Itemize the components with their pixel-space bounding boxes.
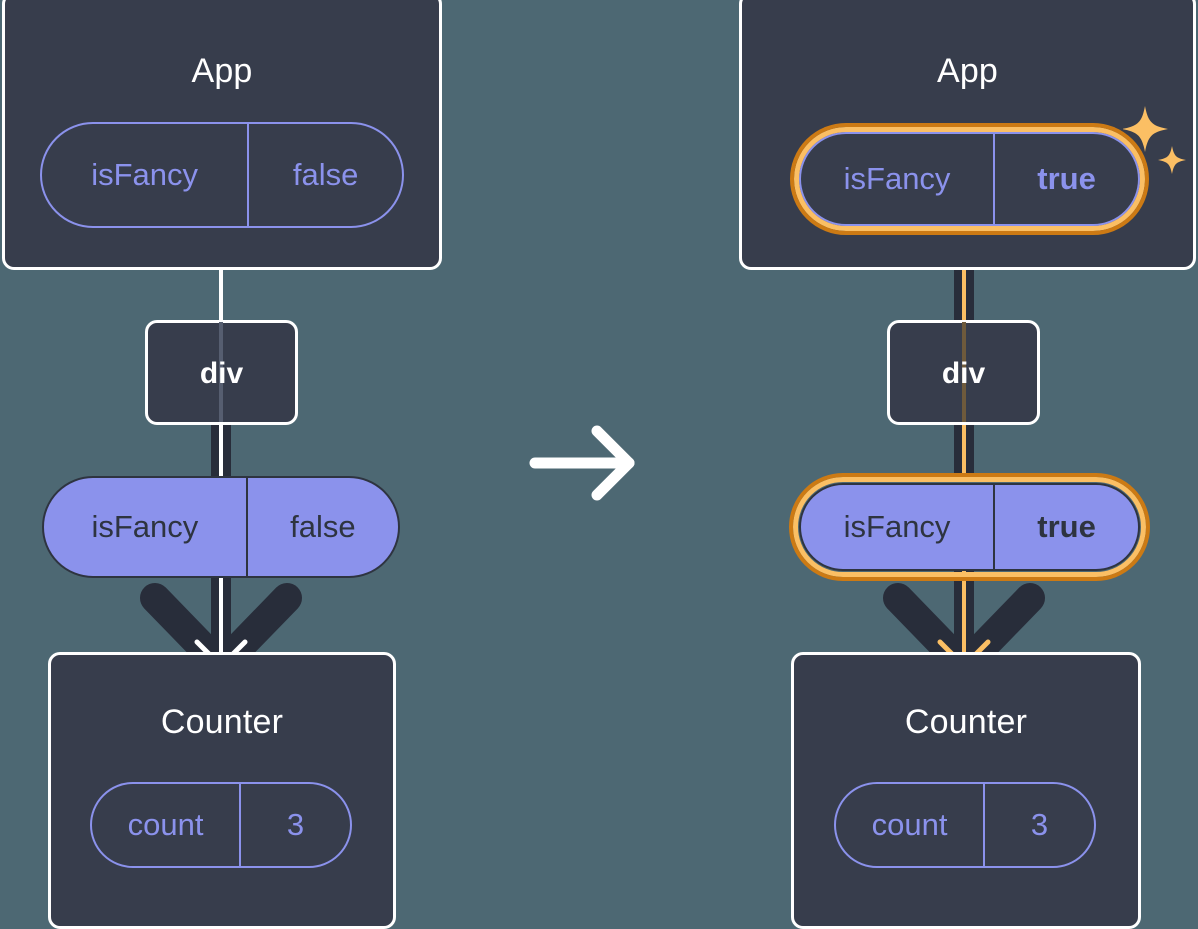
app-title-before: App xyxy=(191,52,253,90)
connector-through-div-before xyxy=(219,322,223,422)
prop-value: false xyxy=(247,124,402,226)
state-value: 3 xyxy=(239,784,350,866)
prop-key: isFancy xyxy=(843,509,951,544)
connector-stripe xyxy=(962,420,966,482)
prop-key: isFancy xyxy=(91,509,199,544)
app-prop-pill-before: isFancy false xyxy=(40,122,404,228)
state-key: count xyxy=(127,807,204,842)
counter-title-before: Counter xyxy=(160,703,284,741)
connector-stripe xyxy=(219,420,223,482)
panel-before: App isFancy false div isFancy false Coun… xyxy=(0,0,599,929)
connector-stripe xyxy=(962,222,966,324)
connector-app-to-div-before xyxy=(219,262,223,324)
prop-pill-after: isFancy true xyxy=(799,483,1140,571)
prop-value: false xyxy=(245,478,398,576)
counter-state-pill-before: count 3 xyxy=(90,782,352,868)
prop-key: isFancy xyxy=(843,161,951,196)
div-label-before: div xyxy=(199,357,244,390)
prop-value: true xyxy=(993,134,1138,224)
transition-arrow-icon xyxy=(529,425,635,501)
panel-after: App isFancy true div isFancy true xyxy=(599,0,1198,929)
sparkle-icon-app xyxy=(1123,106,1186,174)
counter-title-after: Counter xyxy=(904,703,1028,741)
counter-state-pill-after: count 3 xyxy=(834,782,1096,868)
connector-div-to-pill-before xyxy=(211,420,231,482)
div-label-after: div xyxy=(941,357,986,390)
state-key: count xyxy=(871,807,948,842)
prop-pill-before: isFancy false xyxy=(42,476,400,578)
prop-value: true xyxy=(993,485,1138,569)
connector-div-to-pill-after xyxy=(954,420,974,482)
connector-through-div-after xyxy=(962,322,966,422)
app-title-after: App xyxy=(936,52,999,90)
app-prop-pill-after: isFancy true xyxy=(799,132,1140,226)
state-value: 3 xyxy=(983,784,1094,866)
prop-key: isFancy xyxy=(91,157,198,192)
